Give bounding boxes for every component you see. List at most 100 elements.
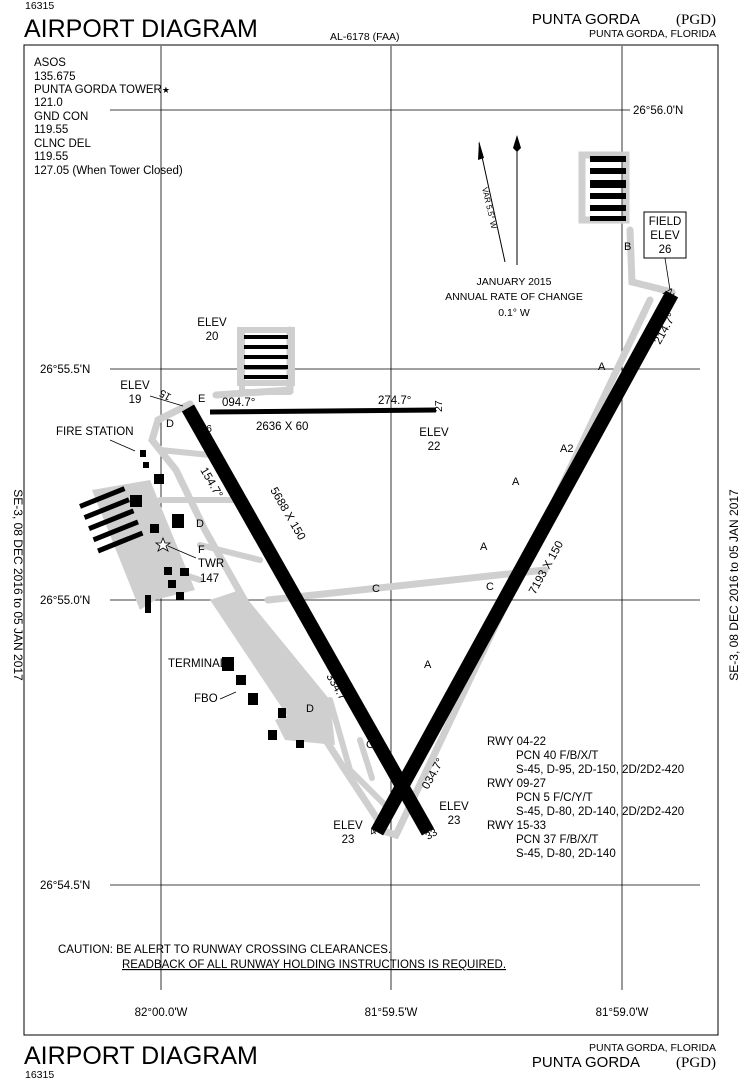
svg-text:119.55: 119.55 [34, 124, 68, 136]
left-effective-dates: SE-3, 08 DEC 2016 to 05 JAN 2017 [11, 489, 25, 681]
mag-rate-label: ANNUAL RATE OF CHANGE [445, 291, 583, 303]
svg-text:119.55: 119.55 [34, 151, 68, 163]
svg-text:A: A [480, 541, 488, 553]
svg-text:C: C [486, 581, 494, 593]
elev-value: 23 [448, 815, 461, 827]
svg-text:C: C [296, 597, 304, 609]
svg-text:RWY 09-27: RWY 09-27 [487, 778, 546, 790]
field-elev-box [643, 211, 687, 259]
airport-name: PUNTA GORDA [532, 11, 640, 28]
elev-label: ELEV [419, 427, 449, 439]
mag-variation: VAR 5.5° W [480, 186, 498, 230]
elev-label: ELEV [333, 820, 363, 832]
svg-text:RWY 15-33: RWY 15-33 [487, 820, 546, 832]
lat-label-1: 26°56.0'N [633, 105, 683, 117]
footer-chart-number: 16315 [25, 1069, 54, 1080]
fire-station-label: FIRE STATION [56, 426, 134, 438]
fbo-label: FBO [194, 693, 218, 705]
footer-title: AIRPORT DIAGRAM [24, 1042, 258, 1070]
right-effective-dates: SE-3, 08 DEC 2016 to 05 JAN 2017 [727, 489, 741, 681]
tower-star-icon [154, 536, 172, 552]
taxiway-labels: A A A A2 A B C C C D D D E F G [166, 241, 631, 751]
rwy-9-end: 9 [206, 422, 212, 434]
footer-location: PUNTA GORDA, FLORIDA [589, 1042, 716, 1054]
lon-label-3: 81°59.0'W [596, 1007, 649, 1019]
lon-label-1: 82°00.0'W [135, 1007, 188, 1019]
chart-title: AIRPORT DIAGRAM [24, 15, 258, 43]
pcn-table: RWY 04-22 PCN 40 F/B/X/T S-45, D-95, 2D-… [487, 736, 684, 860]
field-elev-label: FIELD [649, 216, 682, 228]
elev-value: 22 [428, 441, 441, 453]
rwy-33-end: 33 [424, 826, 440, 842]
svg-text:127.05 (When Tower Closed): 127.05 (When Tower Closed) [34, 165, 183, 177]
footer-airport-code: (PGD) [676, 1055, 716, 1071]
svg-text:F: F [198, 544, 205, 556]
elev-value: 20 [206, 331, 219, 343]
airport-code: (PGD) [676, 12, 716, 28]
svg-text:E: E [198, 393, 205, 405]
mag-date: JANUARY 2015 [477, 276, 552, 288]
rwy-15-33-dims: 5688 X 150 [267, 486, 307, 543]
west-hangars [79, 486, 144, 554]
runway-09-27 [209, 407, 437, 415]
chart-number: 16315 [25, 0, 54, 12]
svg-text:D: D [196, 518, 204, 530]
svg-text:A: A [424, 659, 432, 671]
lat-label-4: 26°54.5'N [40, 880, 90, 892]
twr-elev: 147 [200, 573, 219, 585]
elev-value: 19 [129, 394, 142, 406]
svg-text:PCN 5 F/C/Y/T: PCN 5 F/C/Y/T [516, 792, 593, 804]
svg-text:D: D [166, 418, 174, 430]
twr-label: TWR [198, 558, 224, 570]
svg-text:A2: A2 [560, 443, 573, 455]
svg-text:A: A [598, 361, 606, 373]
svg-text:D: D [306, 703, 314, 715]
lat-label-2: 26°55.5'N [40, 364, 90, 376]
airport-location: PUNTA GORDA, FLORIDA [589, 28, 716, 40]
svg-text:B: B [624, 241, 631, 253]
buildings [130, 450, 304, 748]
footer-airport-name: PUNTA GORDA [532, 1054, 640, 1071]
doc-id: AL-6178 (FAA) [330, 31, 399, 43]
svg-text:A: A [512, 476, 520, 488]
lon-label-2: 81°59.5'W [365, 1007, 418, 1019]
rwy-22-end: 22 [660, 285, 676, 301]
rwy-4-end: 4 [368, 825, 379, 838]
diagram-frame [23, 44, 719, 1036]
caution-line-2: READBACK OF ALL RUNWAY HOLDING INSTRUCTI… [122, 959, 506, 971]
svg-text:ASOS: ASOS [34, 57, 66, 69]
rwy-27-end: 27 [433, 400, 445, 412]
elev-label: ELEV [439, 801, 469, 813]
svg-text:121.0: 121.0 [34, 97, 63, 109]
svg-text:C: C [372, 583, 380, 595]
rwy-27-heading: 274.7° [378, 395, 411, 407]
north-arrow-icon [478, 135, 521, 265]
elev-label: ELEV [120, 380, 150, 392]
frequency-list: ASOS 135.675 PUNTA GORDA TOWER★ 121.0 GN… [34, 57, 183, 177]
svg-text:PCN 37 F/B/X/T: PCN 37 F/B/X/T [516, 834, 598, 846]
svg-text:GND CON: GND CON [34, 111, 88, 123]
svg-text:RWY 04-22: RWY 04-22 [487, 736, 546, 748]
svg-text:S-45, D-95, 2D-150, 2D/2D2-420: S-45, D-95, 2D-150, 2D/2D2-420 [516, 764, 684, 776]
lat-label-3: 26°55.0'N [40, 595, 90, 607]
t-hangars [244, 156, 626, 379]
elev-label: ELEV [197, 317, 227, 329]
field-elev-value: 26 [659, 244, 672, 256]
svg-text:S-45, D-80, 2D-140: S-45, D-80, 2D-140 [516, 848, 616, 860]
rwy-09-heading: 094.7° [222, 397, 255, 409]
west-apron [92, 480, 195, 610]
field-elev-label2: ELEV [650, 230, 680, 242]
elev-value: 23 [342, 834, 355, 846]
svg-text:S-45, D-80, 2D-140, 2D/2D2-420: S-45, D-80, 2D-140, 2D/2D2-420 [516, 806, 684, 818]
fbo-apron [275, 700, 335, 745]
mag-rate: 0.1° W [498, 307, 530, 319]
caution-line-1: CAUTION: BE ALERT TO RUNWAY CROSSING CLE… [58, 944, 391, 956]
rwy-15-end: 15 [157, 386, 173, 402]
tower-freq-label: PUNTA GORDA TOWER★ [34, 84, 170, 96]
runway-15-33 [181, 404, 435, 836]
terminal-apron [210, 590, 330, 745]
terminal-label: TERMINAL [168, 658, 227, 670]
svg-text:PCN 40 F/B/X/T: PCN 40 F/B/X/T [516, 750, 598, 762]
runway-04-22 [370, 290, 679, 836]
